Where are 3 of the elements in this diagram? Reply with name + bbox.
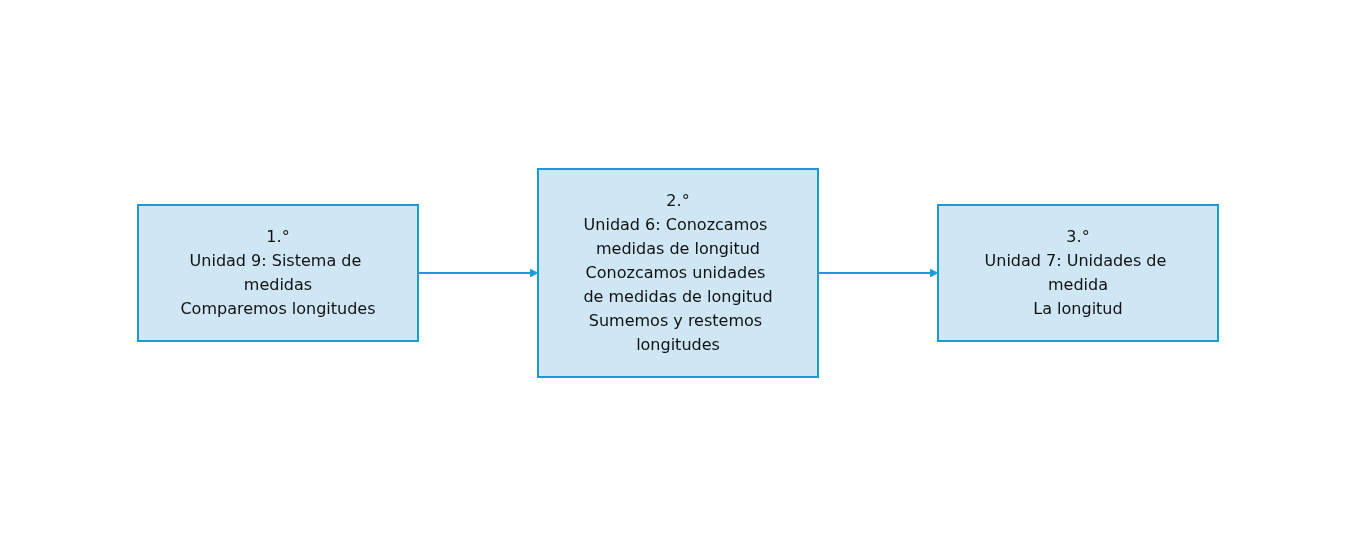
node-box: 2.° Unidad 6: Conozcamos medidas de longitud Conozcamos unidades de medidas de longitud Sumemos y restemos longitudes bbox=[537, 167, 819, 378]
node-box: 1.° Unidad 9: Sistema de medidas Comparemos longitudes bbox=[137, 203, 419, 342]
node-box: 3.° Unidad 7: Unidades de medida La longitud bbox=[937, 203, 1219, 342]
